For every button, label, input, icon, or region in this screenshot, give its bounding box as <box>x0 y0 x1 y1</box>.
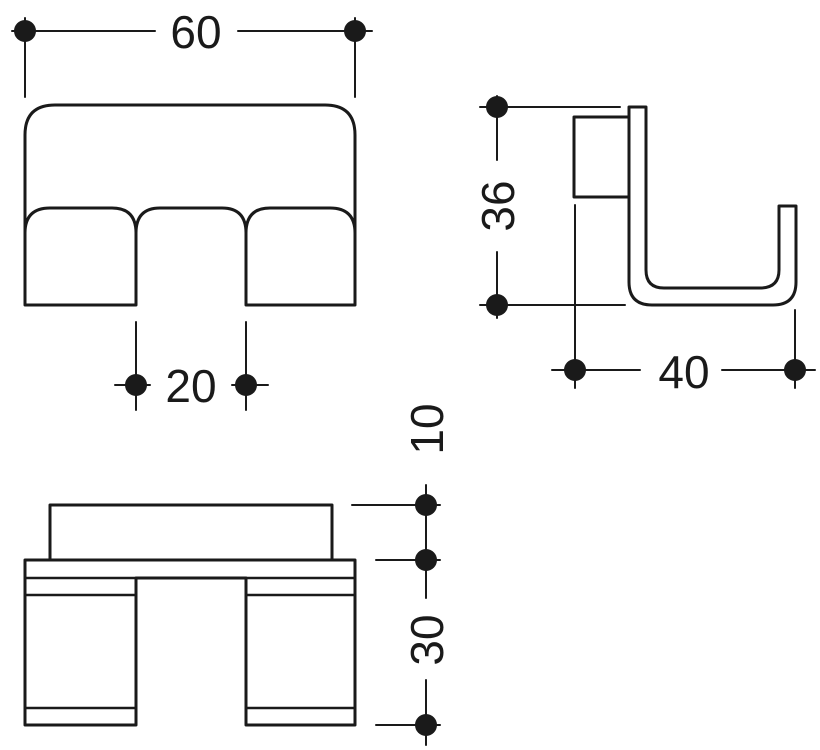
dim-dot <box>344 20 366 42</box>
dim-dot <box>486 294 508 316</box>
dimension-label-20: 20 <box>165 360 216 412</box>
front-view <box>23 103 357 307</box>
dimension-label-10: 10 <box>401 403 453 454</box>
dimension-label-36: 36 <box>472 180 524 231</box>
side-view-mount-block <box>572 115 631 199</box>
dimension-label-60: 60 <box>170 6 221 58</box>
top-view-hook-outline <box>23 558 357 727</box>
dim-dot <box>564 359 586 381</box>
dimension-dots <box>14 20 806 736</box>
dim-dot <box>14 20 36 42</box>
dim-dot <box>784 359 806 381</box>
dim-dot <box>486 96 508 118</box>
top-view <box>23 503 357 727</box>
front-view-outline <box>23 103 357 307</box>
dim-dot <box>125 374 147 396</box>
dim-dot <box>415 549 437 571</box>
dimension-label-30: 30 <box>401 614 453 665</box>
dim-dot <box>415 714 437 736</box>
side-view <box>572 105 798 307</box>
dim-dot <box>415 494 437 516</box>
dim-dot <box>235 374 257 396</box>
dimension-label-40: 40 <box>658 346 709 398</box>
side-view-hook-profile <box>627 105 798 307</box>
top-view-back-plate <box>48 503 334 562</box>
